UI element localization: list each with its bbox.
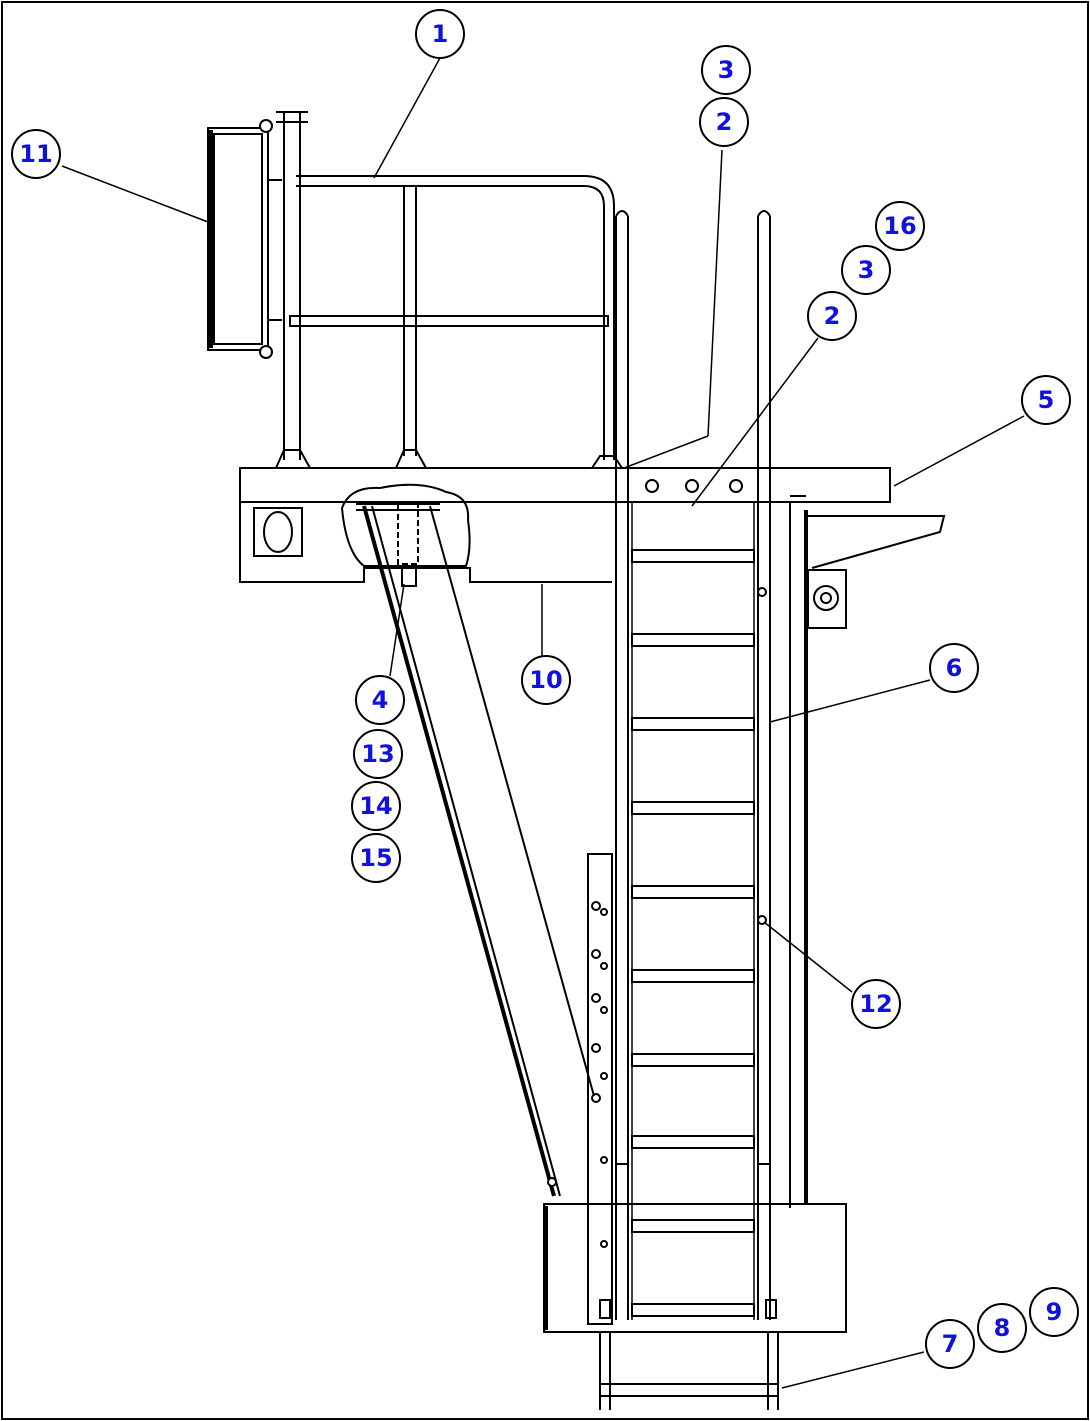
callout-label: 7 (942, 1330, 959, 1358)
callout-label: 13 (361, 740, 394, 768)
callout-2-lower: 2 (807, 291, 857, 341)
leader-lines (61, 57, 1025, 1389)
callout-10: 10 (521, 655, 571, 705)
callout-circle (1029, 1287, 1079, 1337)
callout-2-upper: 2 (699, 97, 749, 147)
callout-1: 1 (415, 9, 465, 59)
callout-label: 9 (1046, 1298, 1063, 1326)
callout-9: 9 (1029, 1287, 1079, 1337)
callout-circle (925, 1319, 975, 1369)
callout-circle (353, 729, 403, 779)
ladder-extension (599, 1332, 779, 1410)
callout-7: 7 (925, 1319, 975, 1369)
callout-circle (851, 979, 901, 1029)
callout-circle (11, 129, 61, 179)
callout-circle (977, 1303, 1027, 1353)
callout-circle (521, 655, 571, 705)
callout-circle (841, 245, 891, 295)
mounting-plate (587, 853, 613, 1325)
callout-label: 16 (883, 212, 916, 240)
callout-label: 5 (1038, 386, 1055, 414)
callout-5: 5 (1021, 375, 1071, 425)
handrail (275, 111, 623, 469)
callout-label: 10 (529, 666, 562, 694)
callout-circle (701, 45, 751, 95)
callout-13: 13 (353, 729, 403, 779)
callout-label: 2 (716, 108, 733, 136)
callout-4: 4 (355, 675, 405, 725)
callout-circle (351, 781, 401, 831)
callout-label: 11 (19, 140, 52, 168)
callout-circle (415, 9, 465, 59)
light-fixture (207, 119, 282, 359)
callout-circle (699, 97, 749, 147)
callout-circle (807, 291, 857, 341)
callout-3-lower: 3 (841, 245, 891, 295)
callout-label: 15 (359, 844, 392, 872)
callout-label: 3 (858, 256, 875, 284)
callout-label: 4 (372, 686, 389, 714)
callout-label: 1 (432, 20, 449, 48)
callout-14: 14 (351, 781, 401, 831)
callout-label: 3 (718, 56, 735, 84)
mounting-bolts (645, 479, 767, 925)
callout-label: 2 (824, 302, 841, 330)
callout-circle (355, 675, 405, 725)
callout-6: 6 (929, 643, 979, 693)
support-cables (362, 505, 595, 1197)
callout-3-upper: 3 (701, 45, 751, 95)
callout-15: 15 (351, 833, 401, 883)
side-frame (789, 468, 946, 1208)
callout-circle (1021, 375, 1071, 425)
callout-circle (875, 201, 925, 251)
callout-label: 6 (946, 654, 963, 682)
ladder-rungs (631, 549, 755, 1317)
callout-8: 8 (977, 1303, 1027, 1353)
callout-12: 12 (851, 979, 901, 1029)
platform-beam (239, 467, 891, 587)
callout-circle (929, 643, 979, 693)
callout-16: 16 (875, 201, 925, 251)
callout-circle (351, 833, 401, 883)
callout-label: 12 (859, 990, 892, 1018)
ladder-base (543, 1203, 847, 1333)
callout-11: 11 (11, 129, 61, 179)
callout-label: 14 (359, 792, 392, 820)
callout-label: 8 (994, 1314, 1011, 1342)
ladder-stringers (615, 210, 771, 1320)
